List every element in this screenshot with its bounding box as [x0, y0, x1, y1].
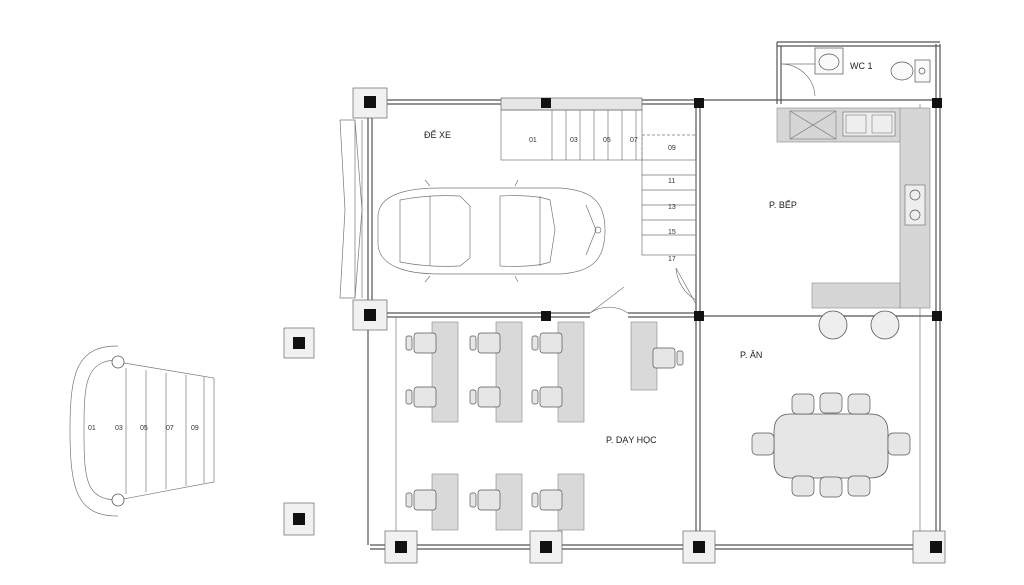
- room-label-parking: ĐỂ XE: [424, 129, 451, 140]
- stair-num-15: 15: [668, 229, 676, 236]
- stair-num-07: 07: [630, 137, 638, 144]
- student-chair: [469, 489, 501, 511]
- ext-stair-num-07: 07: [166, 425, 174, 432]
- stair-num-05: 05: [603, 137, 611, 144]
- room-label-dining: P. ĂN: [740, 350, 762, 360]
- wc-fixtures: [814, 47, 931, 83]
- student-chair: [469, 332, 501, 354]
- student-chair: [531, 386, 563, 408]
- student-chair: [405, 489, 437, 511]
- stair-num-17: 17: [668, 256, 676, 263]
- room-labels: ĐỂ XE P. BẾP P. ĂN P. DẠY HỌC WC 1: [424, 61, 873, 445]
- classroom-furniture: [405, 321, 684, 531]
- ext-stair-num-05: 05: [140, 425, 148, 432]
- car-icon: [377, 179, 606, 283]
- main-staircase: 01 03 05 07 09 11 13 15 17: [500, 97, 697, 263]
- stair-num-09: 09: [668, 145, 676, 152]
- ext-stair-num-03: 03: [115, 425, 123, 432]
- kitchen-furniture: [776, 107, 931, 340]
- external-staircase: 01 03 05 07 09: [69, 345, 215, 517]
- student-chair: [405, 332, 437, 354]
- stair-num-11: 11: [668, 178, 675, 185]
- room-label-classroom: P. DẠY HỌC: [606, 435, 657, 445]
- doors: [589, 63, 816, 314]
- ext-stair-num-09: 09: [191, 425, 199, 432]
- student-chair: [531, 332, 563, 354]
- columns: [283, 87, 946, 564]
- stair-num-01: 01: [529, 137, 537, 144]
- student-chair: [469, 386, 501, 408]
- stair-num-13: 13: [668, 204, 676, 211]
- ext-stair-num-01: 01: [88, 425, 96, 432]
- room-label-kitchen: P. BẾP: [769, 200, 797, 210]
- stair-num-03: 03: [570, 137, 578, 144]
- student-chair: [531, 489, 563, 511]
- garage-door: [339, 119, 363, 299]
- teacher-chair: [652, 347, 684, 369]
- dining-furniture: [751, 392, 911, 498]
- room-label-wc: WC 1: [850, 61, 873, 71]
- student-chair: [405, 386, 437, 408]
